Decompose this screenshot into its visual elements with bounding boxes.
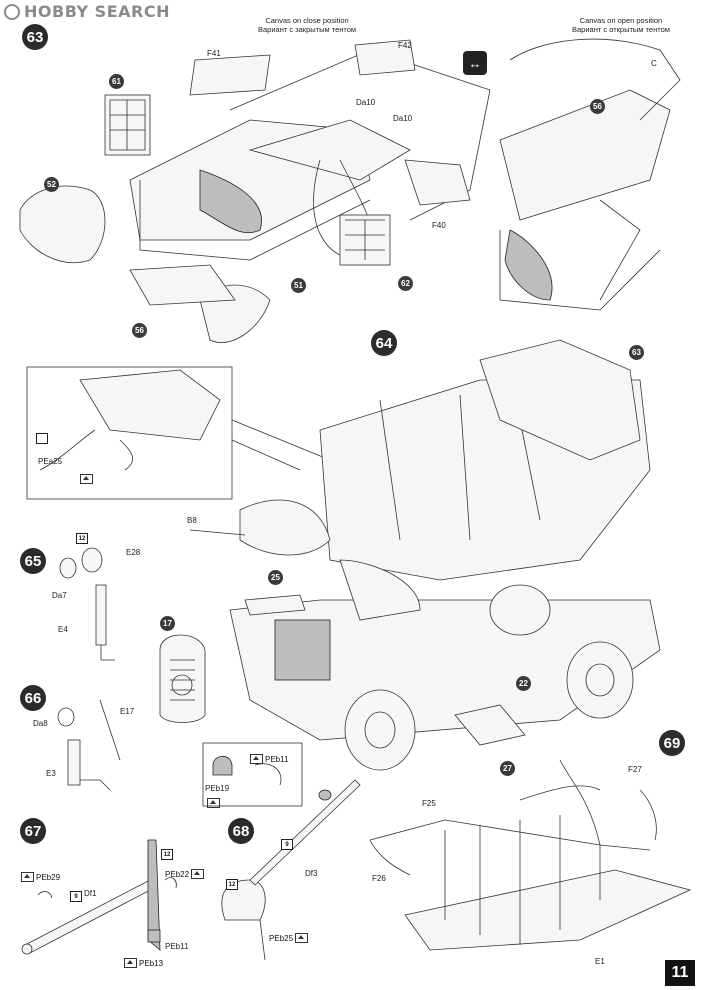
label-f27: F27	[628, 765, 642, 774]
label-f41: F41	[207, 49, 221, 58]
pe-arrow-icon	[21, 872, 34, 882]
double-arrow-icon: ↔	[463, 51, 487, 75]
watermark-text: HOBBY SEARCH	[24, 2, 170, 21]
vehicle-body-closed	[19, 39, 491, 343]
part-52: 52	[44, 177, 59, 192]
truck-assembly	[159, 339, 661, 771]
step68-parts	[212, 755, 361, 961]
part-17: 17	[160, 616, 175, 631]
note-canvas-open: Canvas on open position Вариант с открыт…	[572, 16, 670, 35]
label-da10-a: Da10	[356, 98, 376, 107]
watermark-logo: HOBBY SEARCH	[4, 2, 170, 21]
square-12-step65: 12	[76, 533, 88, 544]
step-63-badge: 63	[22, 24, 48, 50]
pe-arrow-icon	[124, 958, 137, 968]
label-da8: Da8	[33, 719, 48, 728]
part-51: 51	[291, 278, 306, 293]
label-e28: E28	[126, 548, 141, 557]
label-peb25: PEb25	[269, 933, 309, 943]
part-61: 61	[109, 74, 124, 89]
inset-detail	[39, 369, 221, 471]
label-peb19: PEb19	[205, 784, 230, 793]
step67-parts	[21, 839, 177, 955]
label-c: C	[651, 59, 657, 68]
part-22: 22	[516, 676, 531, 691]
part-25: 25	[268, 570, 283, 585]
label-f40: F40	[432, 221, 446, 230]
label-peb11: PEb11	[165, 942, 189, 951]
step-64-badge: 64	[371, 330, 397, 356]
square-9-step67: 9	[70, 891, 82, 902]
part-27: 27	[500, 761, 515, 776]
label-f26: F26	[372, 874, 386, 883]
part-62: 62	[398, 276, 413, 291]
note-canvas-closed: Canvas on close position Вариант с закры…	[258, 16, 357, 35]
label-f25: F25	[422, 799, 436, 808]
part-63: 63	[629, 345, 644, 360]
label-peb29: PEb29	[21, 872, 60, 882]
label-e17: E17	[120, 707, 135, 716]
label-da10-b: Da10	[393, 114, 413, 123]
pe-arrow-icon	[207, 795, 220, 813]
label-e1: E1	[595, 957, 605, 966]
part-56-left: 56	[132, 323, 147, 338]
label-pea25: PEa25	[38, 457, 63, 466]
pe-arrow-icon	[250, 754, 263, 764]
label-e3: E3	[46, 769, 56, 778]
pe-arrow-icon	[295, 933, 309, 943]
label-peb11-step68: PEb11	[250, 754, 288, 764]
page-number: 11	[665, 960, 695, 986]
label-f42: F42	[398, 41, 412, 50]
pe-arrow-icon	[80, 471, 93, 489]
square-9-step68: 9	[281, 839, 293, 850]
step-66-badge: 66	[20, 685, 46, 711]
square-12-step67: 12	[161, 849, 173, 860]
pe-square-icon	[36, 433, 48, 444]
logo-icon	[4, 3, 20, 20]
label-df1: Df1	[84, 889, 97, 898]
step-69-badge: 69	[659, 730, 685, 756]
label-peb13: PEb13	[124, 958, 163, 968]
step-67-badge: 67	[20, 818, 46, 844]
step-65-badge: 65	[20, 548, 46, 574]
canvas-frame	[369, 759, 692, 951]
label-e4: E4	[58, 625, 68, 634]
label-peb22: PEb22	[165, 869, 205, 879]
step65-parts	[59, 547, 115, 661]
step66-parts	[57, 699, 121, 791]
part-56-right: 56	[590, 99, 605, 114]
vehicle-body-open	[499, 38, 681, 311]
label-df3: Df3	[305, 869, 318, 878]
step-68-badge: 68	[228, 818, 254, 844]
square-12-step68: 12	[226, 879, 238, 890]
label-b8: B8	[187, 516, 197, 525]
pe-arrow-icon	[191, 869, 205, 879]
label-da7: Da7	[52, 591, 67, 600]
